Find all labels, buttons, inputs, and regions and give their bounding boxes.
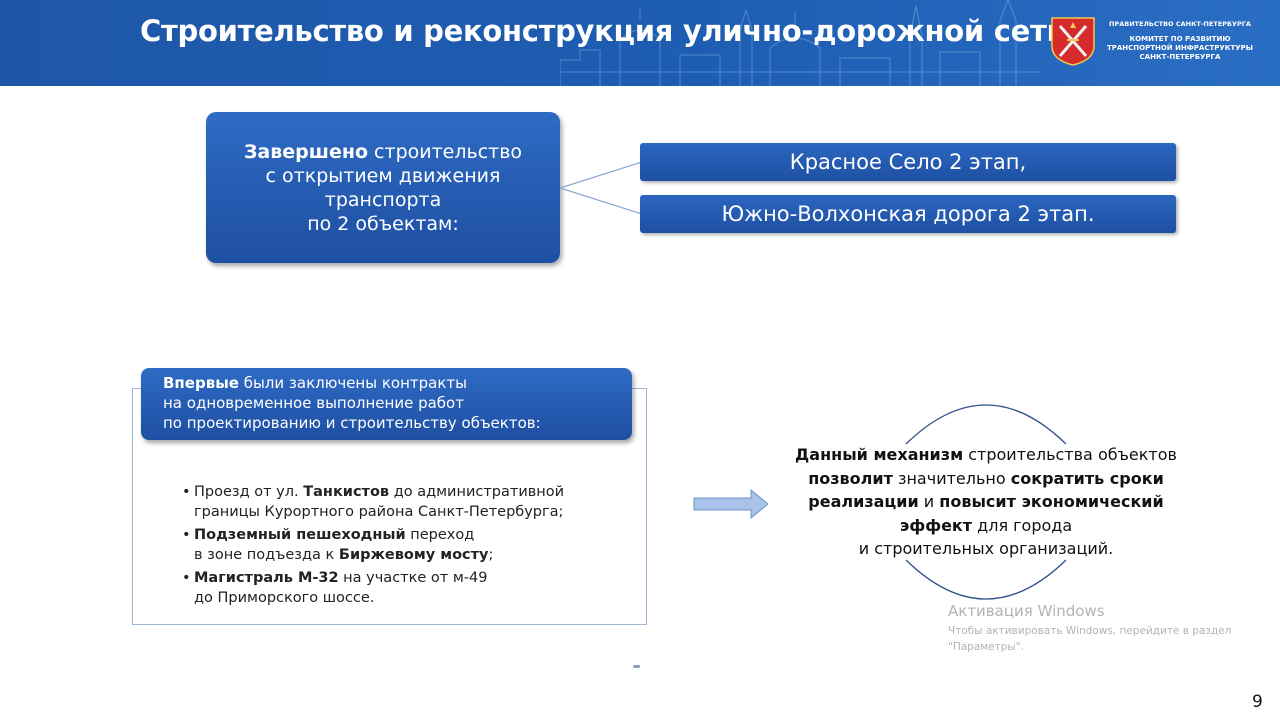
slide-marker bbox=[633, 665, 640, 668]
connector-lines bbox=[560, 161, 642, 215]
list-item: • Магистраль М-32 на участке от м-49 до … bbox=[182, 568, 622, 608]
item-3-bold: Магистраль М-32 bbox=[194, 570, 339, 586]
item-1-line-1: Проезд от ул. Танкистов до административ… bbox=[194, 482, 622, 502]
bullet: • bbox=[182, 570, 191, 586]
item-3-post: на участке от м-49 bbox=[338, 570, 488, 586]
organization-name: ПРАВИТЕЛЬСТВО САНКТ-ПЕТЕРБУРГА КОМИТЕТ П… bbox=[1100, 20, 1260, 62]
mechanism-line-5: и строительных организаций. bbox=[858, 539, 1114, 558]
item-3-line-2: до Приморского шоссе. bbox=[194, 590, 375, 606]
right-arrow-icon bbox=[693, 489, 769, 519]
mechanism-bold-3b: повысит экономический bbox=[939, 492, 1164, 511]
mechanism-bold-3a: реализации bbox=[808, 492, 919, 511]
item-3-line-1: Магистраль М-32 на участке от м-49 bbox=[194, 568, 622, 588]
mechanism-bold-1: Данный механизм bbox=[795, 445, 964, 464]
activation-title: Активация Windows bbox=[948, 602, 1105, 620]
bullet: • bbox=[182, 527, 191, 543]
object-item-1: Красное Село 2 этап, bbox=[640, 143, 1176, 181]
completed-line-1: Завершено строительство bbox=[233, 140, 533, 164]
contract-objects-list: • Проезд от ул. Танкистов до администрат… bbox=[182, 482, 622, 611]
mechanism-line-4: эффект для города bbox=[766, 514, 1206, 538]
page-number: 9 bbox=[1252, 692, 1263, 712]
org-line-3: ТРАНСПОРТНОЙ ИНФРАСТРУКТУРЫ bbox=[1106, 44, 1254, 52]
item-2-line2-bold: Биржевому мосту bbox=[338, 547, 489, 563]
contracts-line-2: на одновременное выполнение работ bbox=[163, 394, 464, 412]
completed-construction-box: Завершено строительство с открытием движ… bbox=[206, 112, 560, 263]
list-item: • Проезд от ул. Танкистов до администрат… bbox=[182, 482, 622, 522]
completed-line-4: по 2 объектам: bbox=[307, 212, 459, 235]
page-title: Строительство и реконструкция улично-дор… bbox=[140, 14, 1067, 48]
item-1-line-2: границы Курортного района Санкт-Петербур… bbox=[194, 504, 564, 520]
contracts-box: Впервые были заключены контракты на одно… bbox=[141, 368, 632, 440]
mechanism-line-3: реализации и повысит экономический bbox=[766, 490, 1206, 514]
spb-coat-of-arms-icon bbox=[1051, 17, 1095, 66]
mechanism-rest-4: для города bbox=[972, 515, 1073, 535]
list-item: • Подземный пешеходный переход в зоне по… bbox=[182, 525, 622, 565]
item-1-pre: Проезд от ул. bbox=[194, 484, 304, 500]
mechanism-line-2: позволит значительно сократить сроки bbox=[766, 467, 1206, 491]
org-line-2: КОМИТЕТ ПО РАЗВИТИЮ bbox=[1129, 35, 1231, 43]
city-skyline-icon bbox=[560, 0, 1040, 86]
completed-line-3: транспорта bbox=[324, 188, 442, 211]
windows-activation-watermark: Активация Windows Чтобы активировать Win… bbox=[948, 601, 1231, 655]
object-item-2: Южно-Волхонская дорога 2 этап. bbox=[640, 195, 1176, 233]
item-2-bold: Подземный пешеходный bbox=[194, 527, 406, 543]
item-1-bold: Танкистов bbox=[303, 484, 390, 500]
circle-arcs bbox=[905, 404, 1067, 600]
contracts-bold: Впервые bbox=[163, 374, 239, 392]
completed-bold: Завершено bbox=[243, 140, 369, 163]
item-2-line2-post: ; bbox=[488, 547, 494, 563]
org-line-1: ПРАВИТЕЛЬСТВО САНКТ-ПЕТЕРБУРГА bbox=[1109, 20, 1251, 28]
activation-line-2: "Параметры". bbox=[948, 641, 1024, 653]
item-2-line2-pre: в зоне подъезда к bbox=[194, 547, 339, 563]
header-banner: Строительство и реконструкция улично-дор… bbox=[0, 0, 1280, 86]
item-1-post: до административной bbox=[389, 484, 565, 500]
mechanism-mid-2: значительно bbox=[892, 468, 1011, 488]
bullet: • bbox=[182, 484, 191, 500]
mechanism-bold-4: эффект bbox=[899, 515, 973, 535]
item-2-line-2: в зоне подъезда к Биржевому мосту; bbox=[194, 545, 622, 565]
completed-rest: строительство bbox=[368, 140, 523, 163]
mechanism-rest-1: строительства объектов bbox=[963, 445, 1177, 464]
contracts-rest: были заключены контракты bbox=[238, 374, 467, 392]
contracts-line-3: по проектированию и строительству объект… bbox=[163, 414, 541, 432]
contracts-line-1: Впервые были заключены контракты bbox=[163, 373, 632, 393]
completed-line-2: с открытием движения bbox=[265, 164, 501, 187]
mechanism-text: Данный механизм строительства объектов п… bbox=[766, 443, 1206, 561]
mechanism-bold-2b: сократить сроки bbox=[1010, 468, 1164, 488]
mechanism-line-1: Данный механизм строительства объектов bbox=[766, 443, 1206, 467]
mechanism-bold-2a: позволит bbox=[808, 468, 893, 488]
item-2-post: переход bbox=[405, 527, 475, 543]
mechanism-mid-3: и bbox=[918, 492, 940, 511]
item-2-line-1: Подземный пешеходный переход bbox=[194, 525, 622, 545]
activation-line-1: Чтобы активировать Windows, перейдите в … bbox=[948, 625, 1232, 637]
org-line-4: САНКТ-ПЕТЕРБУРГА bbox=[1139, 53, 1221, 61]
